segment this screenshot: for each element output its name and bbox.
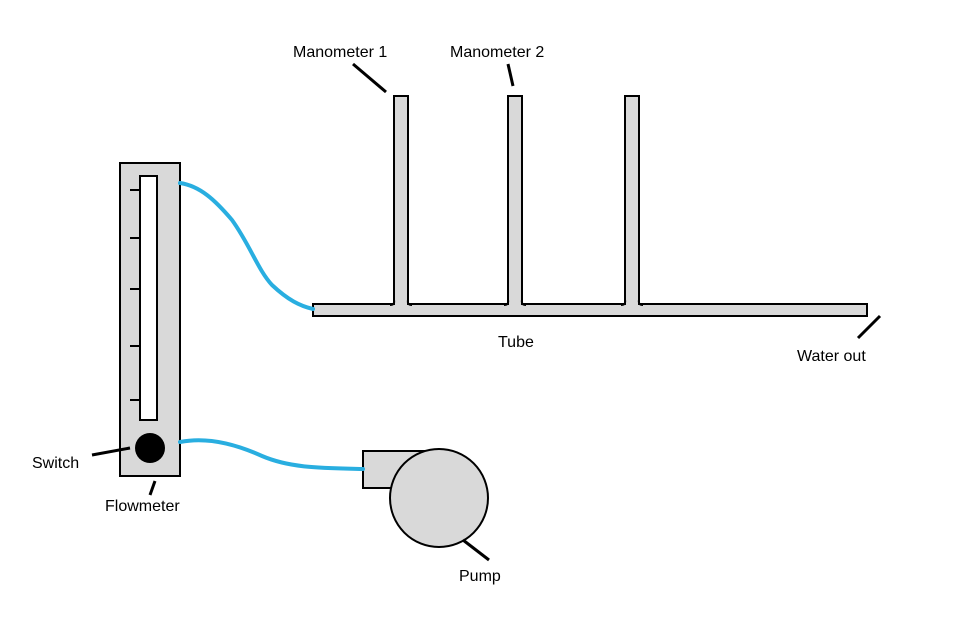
flowmeter-label: Flowmeter — [105, 498, 180, 515]
flowmeter — [119, 162, 181, 477]
water-out-leader — [856, 314, 882, 340]
manometer-1-label: Manometer 1 — [293, 44, 387, 61]
flowmeter-leader — [148, 480, 157, 496]
hose-pump-to-flowmeter — [178, 438, 365, 471]
manometer-1-leader — [352, 62, 387, 94]
pump-housing — [389, 448, 489, 548]
manometer-2-label: Manometer 2 — [450, 44, 544, 61]
manometer-2-opening — [509, 303, 521, 306]
pump — [362, 448, 489, 548]
manometer-3-opening — [626, 303, 638, 306]
hose-flowmeter-to-tube — [178, 181, 315, 311]
pump-label: Pump — [459, 568, 501, 585]
switch-button[interactable] — [135, 433, 165, 463]
manometer-2-leader — [506, 63, 515, 87]
flowmeter-sight-glass — [139, 175, 158, 421]
manometer-3-column — [624, 95, 640, 305]
manometer-2 — [503, 95, 527, 306]
manometer-3 — [620, 95, 644, 306]
switch-leader — [91, 446, 131, 457]
water-out-label: Water out — [797, 348, 866, 365]
tube-label: Tube — [498, 334, 534, 351]
flowmeter-scale-ticks — [130, 189, 140, 401]
manometer-2-column — [507, 95, 523, 305]
manometer-3-joint — [620, 299, 644, 306]
switch-label: Switch — [32, 455, 79, 472]
manometer-2-joint — [503, 299, 527, 306]
manometer-1 — [389, 95, 413, 306]
manometer-1-opening — [395, 303, 407, 306]
manometer-1-column — [393, 95, 409, 305]
manometer-1-joint — [389, 299, 413, 306]
pump-leader — [462, 538, 490, 562]
